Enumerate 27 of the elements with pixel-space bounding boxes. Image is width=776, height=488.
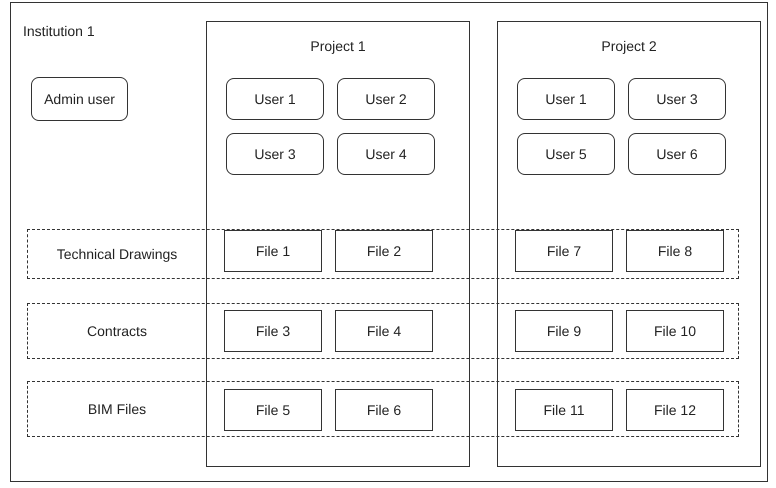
file-box: File 8 bbox=[626, 230, 724, 272]
user-box: User 2 bbox=[337, 78, 435, 120]
project-title: Project 1 bbox=[309, 38, 367, 54]
institution-title: Institution 1 bbox=[23, 23, 95, 39]
file-box: File 7 bbox=[515, 230, 613, 272]
file-box: File 1 bbox=[224, 230, 322, 272]
file-box: File 2 bbox=[335, 230, 433, 272]
user-box: User 6 bbox=[628, 133, 726, 175]
user-box: User 1 bbox=[226, 78, 324, 120]
user-box: User 1 bbox=[517, 78, 615, 120]
user-box: User 4 bbox=[337, 133, 435, 175]
file-box: File 4 bbox=[335, 310, 433, 352]
category-label: BIM Files bbox=[86, 401, 148, 417]
file-box: File 5 bbox=[224, 389, 322, 431]
project-title: Project 2 bbox=[600, 38, 658, 54]
file-box: File 3 bbox=[224, 310, 322, 352]
file-box: File 11 bbox=[515, 389, 613, 431]
user-box: User 5 bbox=[517, 133, 615, 175]
file-box: File 6 bbox=[335, 389, 433, 431]
user-box: User 3 bbox=[226, 133, 324, 175]
category-label: Contracts bbox=[86, 323, 148, 339]
user-box: Admin user bbox=[31, 77, 128, 121]
file-box: File 9 bbox=[515, 310, 613, 352]
user-box: User 3 bbox=[628, 78, 726, 120]
file-box: File 10 bbox=[626, 310, 724, 352]
category-label: Technical Drawings bbox=[56, 246, 178, 262]
file-box: File 12 bbox=[626, 389, 724, 431]
